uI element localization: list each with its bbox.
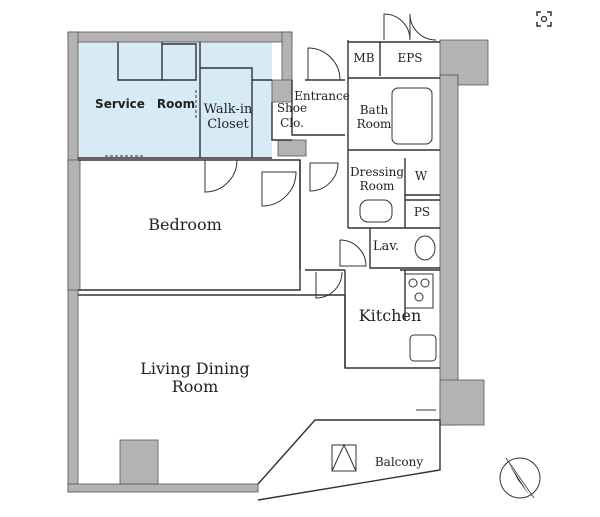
interior-walls <box>78 40 441 501</box>
service-room-label: Service <box>95 97 145 111</box>
living-label-2: Room <box>172 377 218 396</box>
walkin-label: Walk-in <box>204 102 253 117</box>
lav-label: Lav. <box>373 239 399 254</box>
bath-label-2: Room <box>357 117 392 131</box>
w-label: W <box>415 169 428 183</box>
walkin-label-2: Closet <box>207 117 249 132</box>
mb-label: MB <box>353 51 374 65</box>
outer-walls <box>67 31 489 493</box>
shoe-label: Shoe <box>277 101 307 115</box>
north-arrow-icon <box>499 457 541 499</box>
kitchen-label: Kitchen <box>359 306 422 325</box>
ps-label: PS <box>414 205 430 219</box>
fixtures <box>105 87 437 472</box>
living-label: Living Dining <box>140 359 249 378</box>
bedroom-label: Bedroom <box>148 215 222 234</box>
service-room-label-2: Room <box>157 97 195 111</box>
eps-label: EPS <box>397 51 422 65</box>
dressing-label-2: Room <box>360 179 395 193</box>
shoe-label-2: Clo. <box>280 116 304 130</box>
room-labels: MB EPS Entrance Shoe Clo. Bath Room Serv… <box>95 51 430 469</box>
entrance-label: Entrance <box>294 89 350 103</box>
dressing-label: Dressing <box>350 165 404 179</box>
service-room-fill <box>78 40 272 158</box>
expand-icon[interactable] <box>535 10 553 28</box>
balcony-label: Balcony <box>375 455 423 469</box>
bath-label: Bath <box>360 103 389 117</box>
door-swings <box>204 13 437 411</box>
